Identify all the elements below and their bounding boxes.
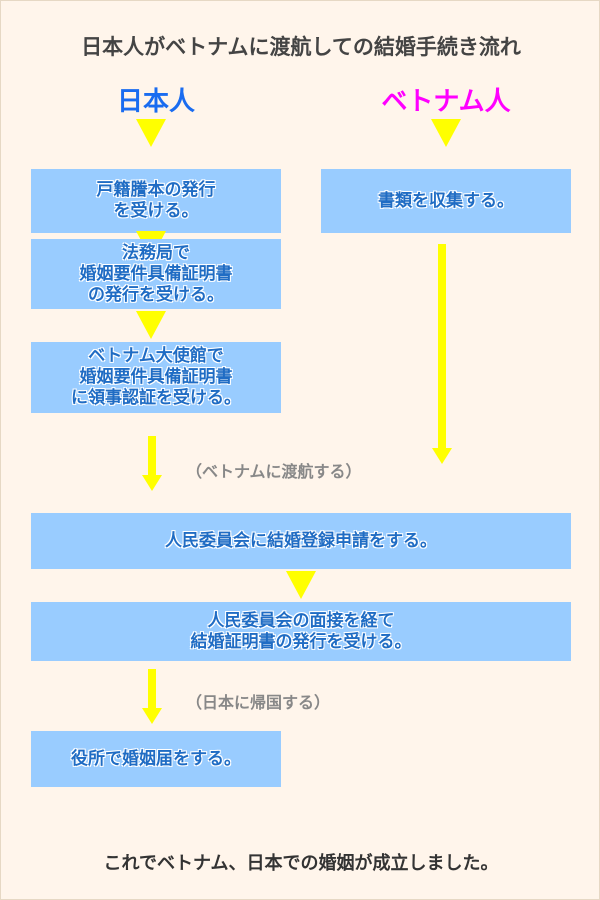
footer-text: これでベトナム、日本での婚姻が成立しました。 xyxy=(103,853,499,874)
down-triangle-icon xyxy=(431,119,461,147)
step-line: 婚姻要件具備証明書 xyxy=(79,367,233,387)
note-travel: （ベトナムに渡航する） xyxy=(186,462,362,481)
arrow-head-icon xyxy=(142,708,162,724)
column-header-japanese: 日本人 xyxy=(116,87,195,117)
step-koseki: 戸籍謄本の発行を受ける。 xyxy=(31,169,281,233)
arrow-line xyxy=(438,244,446,449)
page-title: 日本人がベトナムに渡航しての結婚手続き流れ xyxy=(81,35,521,59)
step-documents: 書類を収集する。 xyxy=(321,169,571,233)
step-line: 戸籍謄本の発行 xyxy=(96,180,216,200)
down-triangle-icon xyxy=(136,119,166,147)
step-line: に領事認証を受ける。 xyxy=(71,388,241,408)
step-line: ベトナム大使館で xyxy=(88,346,224,366)
step-line: 結婚証明書の発行を受ける。 xyxy=(190,631,412,652)
step-line: の発行を受ける。 xyxy=(88,284,224,305)
step-legal-affairs: 法務局で婚姻要件具備証明書の発行を受ける。 xyxy=(31,239,281,309)
arrow-line xyxy=(148,436,156,476)
step-line: 婚姻要件具備証明書 xyxy=(79,263,233,284)
step-line: を受ける。 xyxy=(113,201,199,221)
step-line: 人民委員会の面接を経て xyxy=(207,610,395,631)
step-city-office: 役所で婚姻届をする。 xyxy=(31,731,281,787)
step-registration: 人民委員会に結婚登録申請をする。 xyxy=(31,513,571,569)
down-triangle-icon xyxy=(286,571,316,599)
arrow-line xyxy=(148,669,156,709)
step-embassy: ベトナム大使館で婚姻要件具備証明書に領事認証を受ける。 xyxy=(31,342,281,413)
column-header-vietnamese: ベトナム人 xyxy=(381,87,511,117)
arrow-head-icon xyxy=(142,475,162,491)
note-return: （日本に帰国する） xyxy=(186,693,331,712)
step-interview: 人民委員会の面接を経て結婚証明書の発行を受ける。 xyxy=(31,602,571,661)
down-triangle-icon xyxy=(136,311,166,339)
step-line: 法務局で xyxy=(122,242,190,263)
arrow-head-icon xyxy=(432,448,452,464)
